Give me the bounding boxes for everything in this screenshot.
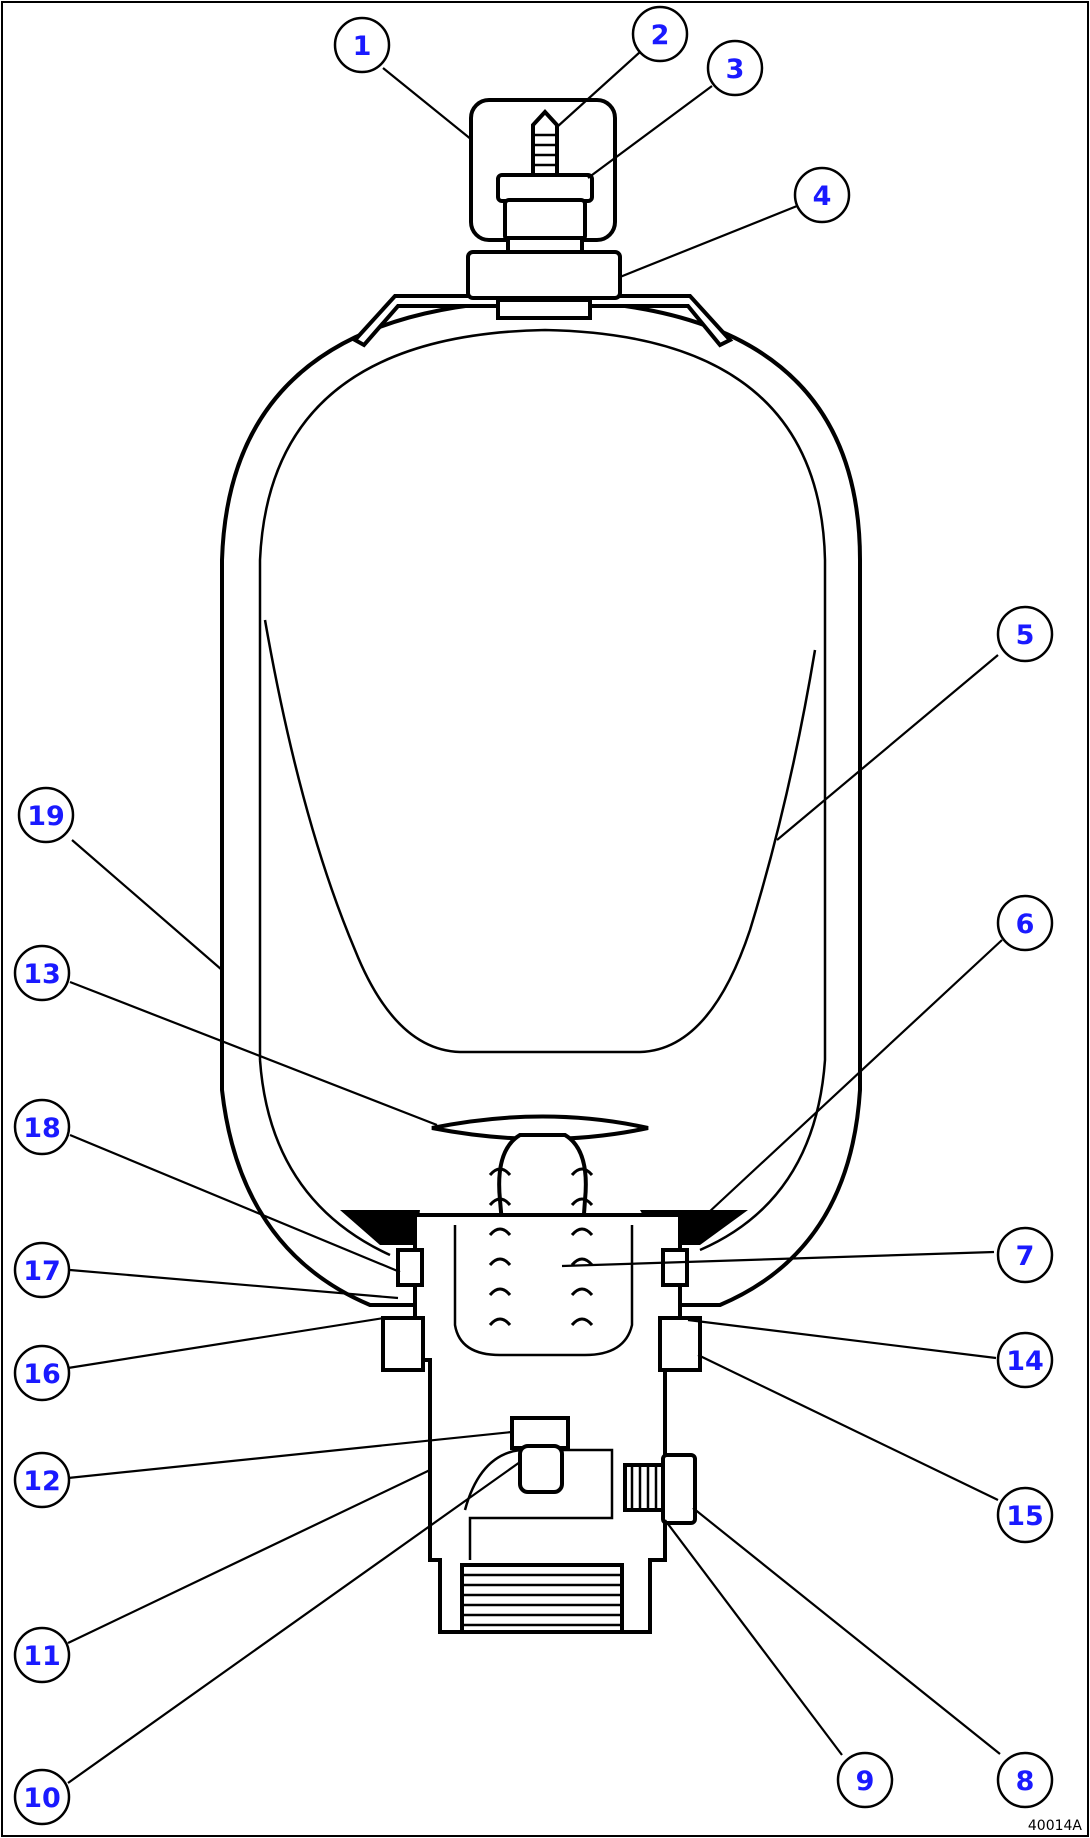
leader-lines [67, 51, 1003, 1784]
svg-text:14: 14 [1006, 1346, 1044, 1377]
callout-5: 5 [996, 605, 1054, 663]
bladder [263, 619, 817, 1054]
callout-6: 6 [996, 894, 1054, 952]
leader-12 [67, 1430, 513, 1480]
callout-11: 11 [13, 1626, 71, 1684]
callout-4: 4 [793, 166, 851, 224]
bleed-screw-threads [630, 1465, 658, 1510]
svg-text:7: 7 [1016, 1241, 1035, 1272]
svg-text:2: 2 [651, 20, 670, 51]
port-ring-right [661, 1248, 689, 1287]
port-cavity [453, 1225, 634, 1357]
leader-3 [587, 85, 713, 179]
svg-text:5: 5 [1016, 620, 1035, 651]
leader-2 [556, 51, 641, 128]
port-ring-left [396, 1248, 424, 1287]
poppet-head [431, 1114, 649, 1141]
leader-11 [67, 1469, 431, 1644]
callout-3: 3 [706, 39, 764, 97]
callout-9: 9 [836, 1751, 894, 1809]
stem-thread [533, 133, 557, 167]
shell-inner-left-base [258, 1059, 391, 1257]
callout-1: 1 [333, 16, 391, 74]
bottom-seal-left [340, 1210, 420, 1245]
stem-locknut [496, 173, 594, 203]
lock-ring-right [658, 1316, 702, 1372]
svg-text:15: 15 [1006, 1501, 1044, 1532]
callout-10: 10 [13, 1768, 71, 1826]
leader-16 [67, 1316, 385, 1370]
leader-17 [69, 1268, 399, 1300]
svg-text:8: 8 [1016, 1766, 1035, 1797]
svg-text:11: 11 [23, 1641, 61, 1672]
bleed-screw-head [661, 1453, 697, 1525]
leader-18 [69, 1133, 401, 1274]
leader-7 [561, 1250, 995, 1268]
svg-text:3: 3 [726, 54, 745, 85]
svg-text:4: 4 [813, 181, 832, 212]
poppet-nut-upper [510, 1416, 570, 1450]
leader-9 [664, 1519, 843, 1756]
shell-outer [220, 297, 862, 1307]
callout-19: 19 [17, 786, 75, 844]
leader-15 [697, 1354, 999, 1501]
callout-8: 8 [996, 1751, 1054, 1809]
stem-nut [503, 198, 587, 242]
callouts: 1 2 3 4 5 6 7 8 9 10 11 12 13 14 15 16 1… [13, 5, 1054, 1826]
svg-text:13: 13 [23, 959, 61, 990]
stem-washer [506, 236, 584, 254]
svg-text:9: 9 [856, 1766, 875, 1797]
port-threads [462, 1573, 622, 1627]
leader-4 [619, 204, 798, 279]
svg-text:18: 18 [23, 1113, 61, 1144]
gas-valve-boss [496, 298, 592, 320]
callout-7: 7 [996, 1226, 1054, 1284]
svg-text:12: 12 [23, 1466, 61, 1497]
svg-text:19: 19 [27, 801, 65, 832]
figure-code: 40014A [1028, 1818, 1083, 1834]
callout-13: 13 [13, 944, 71, 1002]
svg-text:1: 1 [353, 31, 372, 62]
leader-10 [67, 1461, 521, 1784]
svg-text:16: 16 [23, 1359, 61, 1390]
svg-text:10: 10 [23, 1783, 61, 1814]
leader-1 [382, 67, 473, 141]
callout-12: 12 [13, 1451, 71, 1509]
leader-5 [776, 654, 999, 841]
leader-13 [69, 980, 438, 1127]
accumulator-assembly [220, 98, 862, 1634]
callout-18: 18 [13, 1098, 71, 1156]
callout-14: 14 [996, 1331, 1054, 1389]
leader-19 [71, 839, 223, 971]
leader-6 [707, 939, 1003, 1214]
callout-16: 16 [13, 1344, 71, 1402]
leader-14 [687, 1318, 997, 1360]
poppet-spring [488, 1167, 594, 1327]
leader-8 [692, 1507, 1001, 1755]
callout-17: 17 [13, 1241, 71, 1299]
gas-valve-body [466, 250, 622, 300]
lock-ring-left [381, 1316, 425, 1372]
svg-text:17: 17 [23, 1256, 61, 1287]
shell-inner [258, 328, 827, 1252]
poppet-nut [518, 1444, 564, 1494]
callout-2: 2 [631, 5, 689, 63]
callout-15: 15 [996, 1486, 1054, 1544]
svg-text:6: 6 [1016, 909, 1035, 940]
